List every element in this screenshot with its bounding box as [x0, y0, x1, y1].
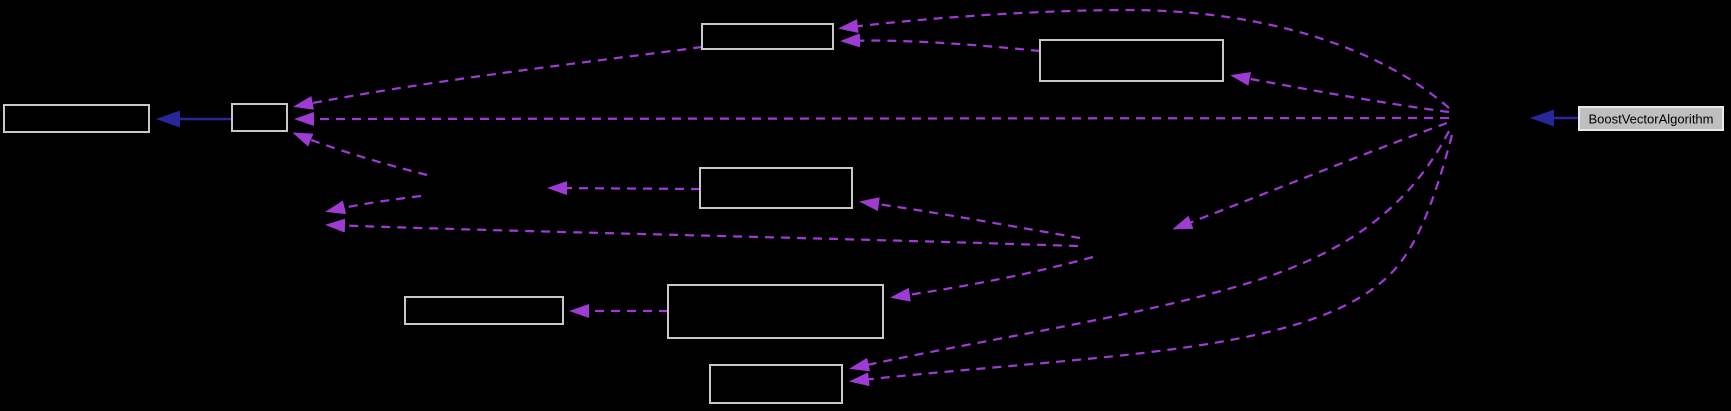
node-bottom[interactable]	[709, 364, 843, 404]
node-left[interactable]	[3, 104, 150, 133]
usage-edge-use-middle-to-mid-hidden	[547, 181, 701, 196]
node-boostvectoralgorithm-label: BoostVectorAlgorithm	[1588, 112, 1713, 127]
usage-edge-use-hidden-to-bottom-a	[849, 130, 1450, 372]
node-lower-left[interactable]	[404, 296, 564, 325]
usage-edge-use-low-hidden-to-middle	[859, 197, 1081, 240]
usage-edge-use-hidden-to-topright	[1230, 71, 1450, 114]
usage-edge-use-hidden-to-low-hidden	[1172, 121, 1448, 230]
usage-edge-use-low-hidden-to-big	[890, 255, 1094, 302]
usage-edge-use-topcenter-to-small	[293, 45, 703, 110]
usage-edge-use-low-hidden-to-left2	[325, 218, 1079, 248]
node-small[interactable]	[231, 103, 288, 132]
usage-edge-use-mid-hidden-to-small	[292, 132, 428, 177]
node-boostvectoralgorithm	[1578, 106, 1724, 131]
node-middle[interactable]	[699, 167, 853, 209]
usage-edge-use-hidden-to-bottom-b	[849, 134, 1454, 387]
usage-edge-use-hidden-to-topcenter	[838, 8, 1450, 109]
usage-edge-use-topright-to-topcenter	[840, 33, 1041, 53]
usage-edge-use-mid-hidden-to-left2	[325, 194, 422, 215]
node-lower-big[interactable]	[667, 284, 884, 339]
usage-edge-use-hidden-to-small	[294, 111, 1450, 126]
node-top-right[interactable]	[1039, 39, 1224, 82]
node-top-center[interactable]	[701, 23, 834, 50]
edges-layer	[156, 8, 1578, 387]
nodes-layer: BoostVectorAlgorithm	[3, 23, 1724, 404]
